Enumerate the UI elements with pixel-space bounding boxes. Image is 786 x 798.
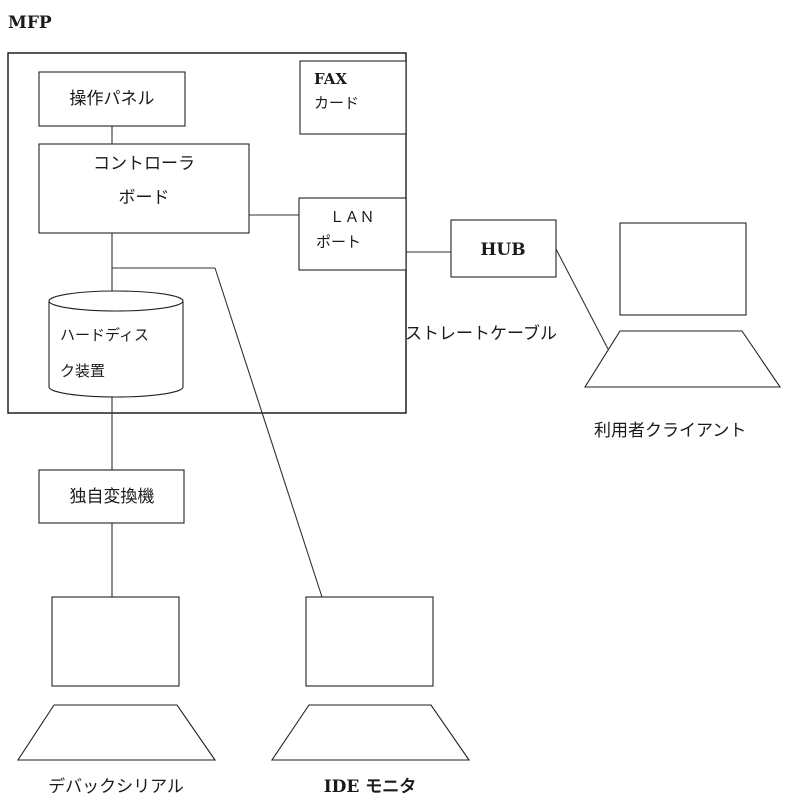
fax-card: FAX カード (299, 60, 407, 135)
hard-disk-top (48, 290, 184, 312)
hub-label: HUB (480, 240, 525, 260)
lan-port-label-line1: ＬＡＮ (329, 208, 374, 226)
converter: 独自変換機 (38, 469, 185, 524)
hub: HUB (450, 219, 557, 278)
debug-serial-keyboard (16, 704, 217, 761)
user-client-label: 利用者クライアント (594, 421, 746, 441)
controller-board-label-line1: コントローラ (93, 154, 195, 174)
hard-disk-label-line1: ハードディス (60, 326, 149, 344)
fax-card-label-line2: カード (314, 94, 359, 112)
controller-board-label-line2: ボード (119, 188, 170, 208)
wire-branch-ide (214, 267, 323, 598)
user-client-monitor (619, 222, 747, 316)
converter-label: 独自変換機 (70, 487, 155, 507)
ide-monitor: IDE モニタ (270, 596, 471, 797)
lan-port: ＬＡＮ ポート (298, 197, 407, 271)
debug-serial: デバックシリアル (16, 596, 217, 797)
controller-board: コントローラ ボード (38, 143, 250, 234)
hard-disk-body (48, 301, 184, 398)
operation-panel-label: 操作パネル (70, 89, 155, 109)
fax-card-label-line1: FAX (314, 70, 347, 88)
hard-disk: ハードディス ク装置 (48, 290, 184, 398)
straight-cable-label: ストレートケーブル (405, 323, 557, 344)
user-client-keyboard (584, 330, 782, 388)
ide-monitor-label: IDE モニタ (324, 777, 417, 797)
ide-monitor-keyboard (270, 704, 471, 761)
mfp-title: MFP (8, 13, 52, 33)
wire-hub-client (555, 248, 609, 350)
debug-serial-label: デバックシリアル (48, 776, 184, 797)
user-client: 利用者クライアント (584, 222, 782, 441)
operation-panel: 操作パネル (38, 71, 186, 127)
debug-serial-monitor (51, 596, 180, 687)
ide-monitor-screen (305, 596, 434, 687)
lan-port-label-line2: ポート (316, 233, 361, 251)
hard-disk-label-line2: ク装置 (60, 362, 105, 380)
